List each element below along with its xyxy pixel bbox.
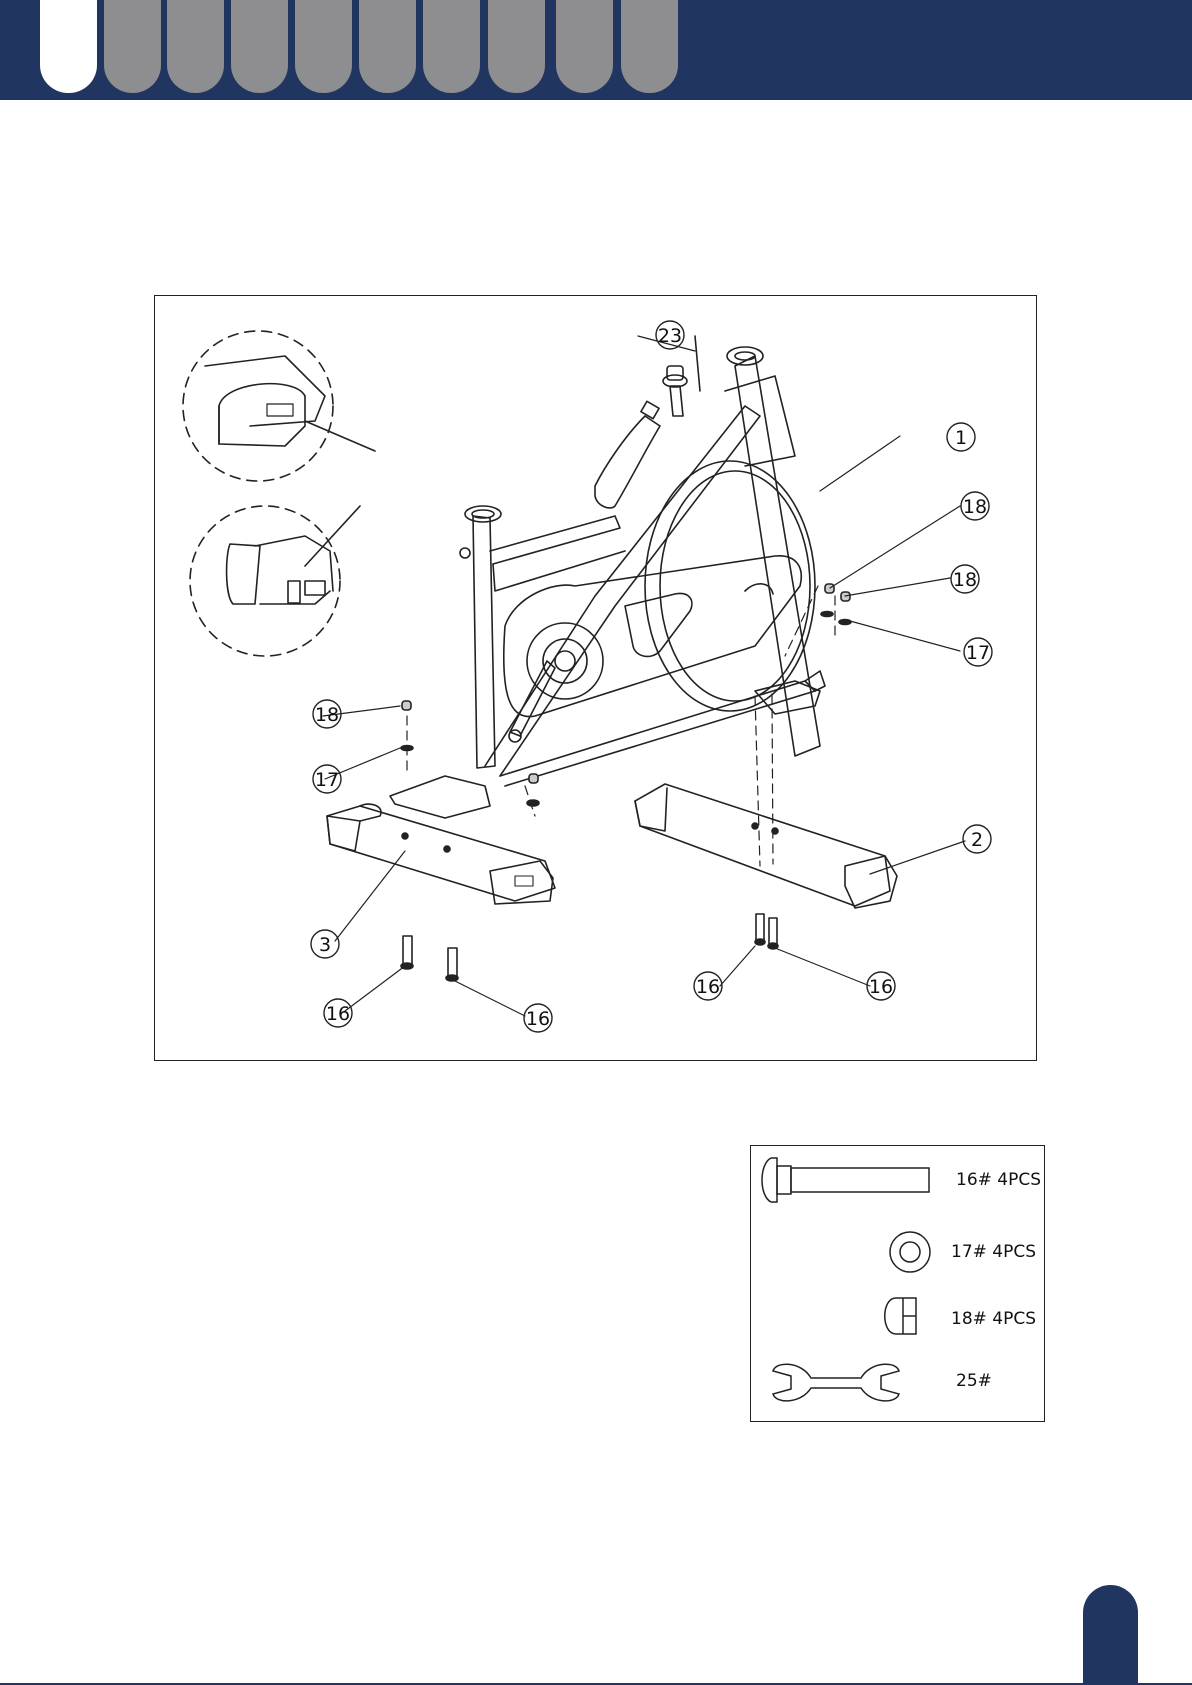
hardware-list: 16# 4PCS 17# 4PCS 18# 4PCS 25# xyxy=(750,1145,1045,1422)
callout-16-rear-b: 16 xyxy=(526,1008,550,1030)
chapter-tab[interactable] xyxy=(621,0,678,93)
assembly-guide-lines xyxy=(407,586,835,866)
callout-17-rear: 17 xyxy=(315,769,339,791)
chapter-tab[interactable] xyxy=(556,0,613,93)
chapter-tab[interactable] xyxy=(167,0,224,93)
detail-view-rear-cap xyxy=(190,506,360,656)
header-band xyxy=(0,0,1192,100)
callout-18-rear: 18 xyxy=(315,704,339,726)
callout-1: 1 xyxy=(955,427,967,449)
callout-23: 23 xyxy=(658,325,682,347)
chapter-tab[interactable] xyxy=(359,0,416,93)
chapter-tab[interactable] xyxy=(295,0,352,93)
callout-16-rear-a: 16 xyxy=(326,1003,350,1025)
callout-18-front-a: 18 xyxy=(963,496,987,518)
callout-16-front-a: 16 xyxy=(696,976,720,998)
hardware-item-18-label: 18# 4PCS xyxy=(951,1309,1036,1329)
rear-stabilizer xyxy=(327,804,555,904)
callout-3: 3 xyxy=(319,934,331,956)
page-number-tab xyxy=(1083,1585,1138,1685)
chapter-tab[interactable] xyxy=(488,0,545,93)
detail-view-front-cap xyxy=(183,331,375,481)
chapter-tab-active[interactable] xyxy=(40,0,97,93)
carriage-bolt-icon xyxy=(762,1158,929,1202)
wrench-icon xyxy=(773,1364,899,1401)
chapter-tab[interactable] xyxy=(104,0,161,93)
hardware-item-17-label: 17# 4PCS xyxy=(951,1242,1036,1262)
callout-bubbles xyxy=(311,321,992,1032)
front-stabilizer xyxy=(635,784,897,908)
callout-18-front-b: 18 xyxy=(953,569,977,591)
callout-leaders xyxy=(323,336,965,1016)
assembly-diagram: 23 1 18 18 17 18 17 2 3 16 16 16 16 xyxy=(154,295,1037,1061)
hardware-item-25-label: 25# xyxy=(956,1371,992,1391)
bike-exploded-view: 23 1 18 18 17 18 17 2 3 16 16 16 16 xyxy=(155,296,1036,1060)
hardware-item-16-label: 16# 4PCS xyxy=(956,1170,1041,1190)
chapter-tab[interactable] xyxy=(231,0,288,93)
chapter-tab[interactable] xyxy=(423,0,480,93)
cap-nut-icon xyxy=(885,1298,916,1334)
callout-16-front-b: 16 xyxy=(869,976,893,998)
main-frame xyxy=(390,336,825,818)
washer-icon xyxy=(890,1232,930,1272)
callout-2: 2 xyxy=(971,829,983,851)
callout-17-front: 17 xyxy=(966,642,990,664)
